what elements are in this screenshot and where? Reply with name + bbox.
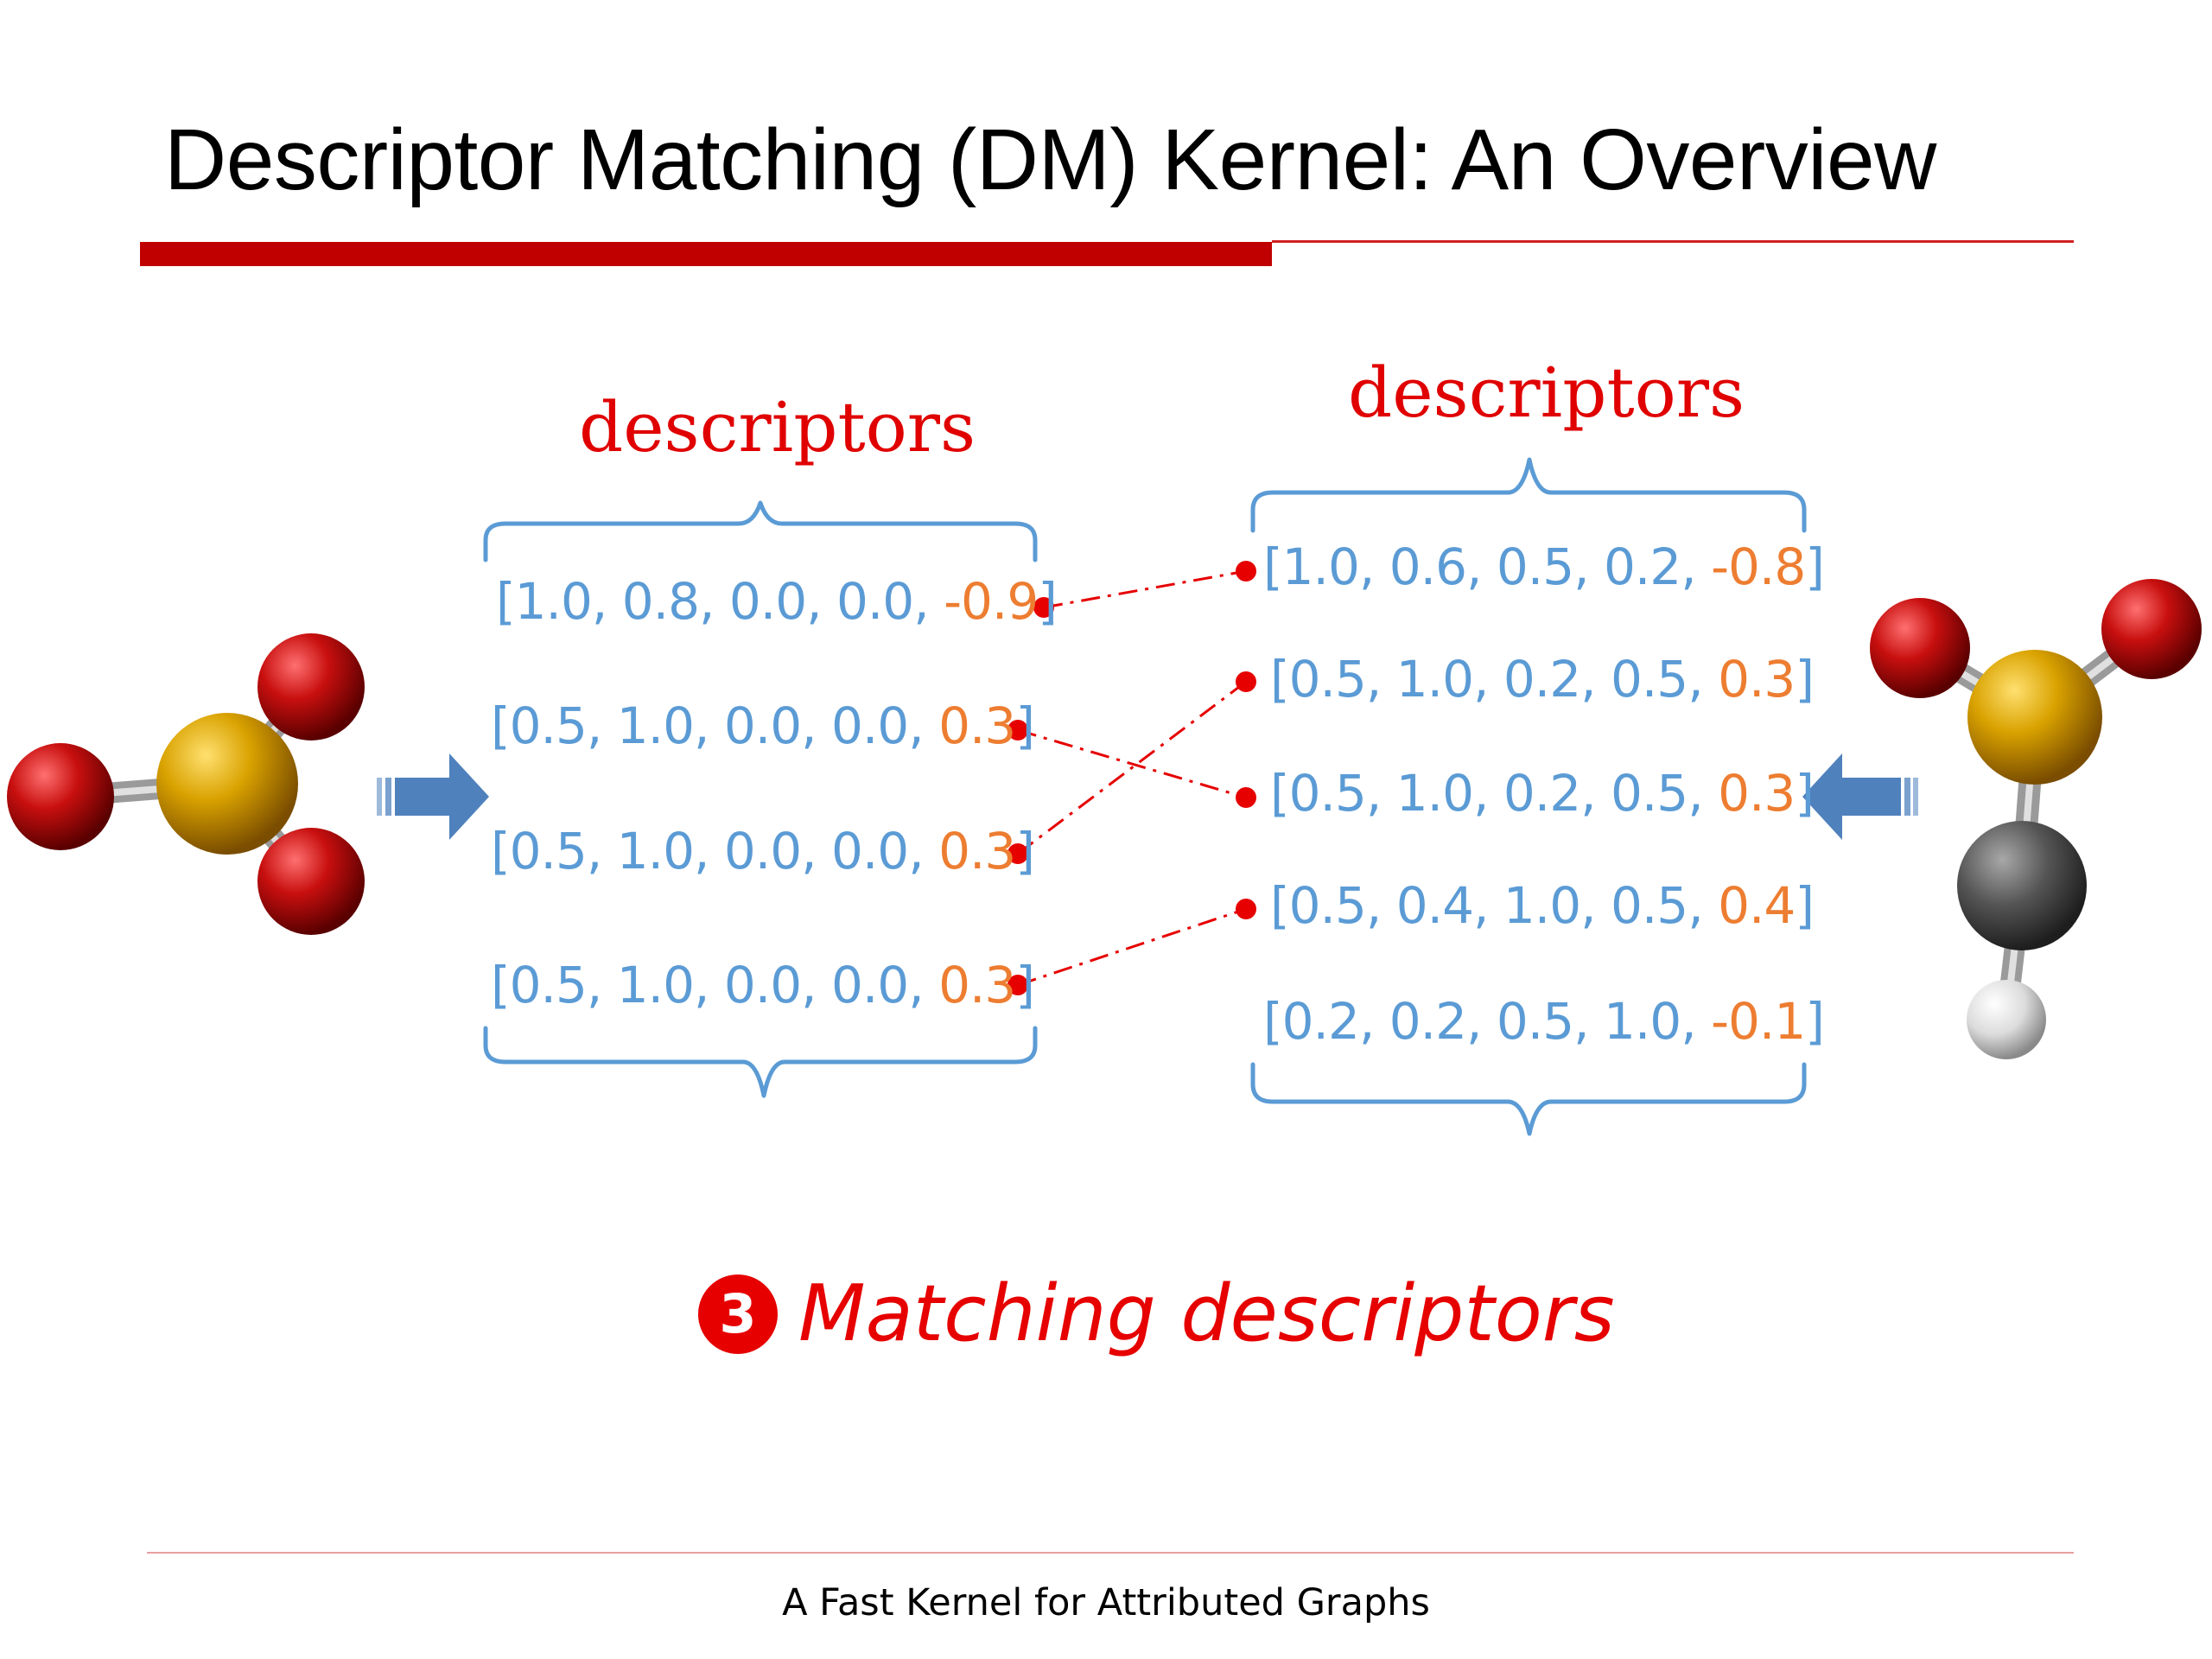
vector-last-value: -0.8 bbox=[1711, 537, 1806, 596]
vector-values: [0.5, 1.0, 0.2, 0.5, bbox=[1270, 650, 1719, 709]
footer-rule bbox=[147, 1552, 2074, 1554]
slide-footer: A Fast Kernel for Attributed Graphs bbox=[782, 1581, 1430, 1624]
left-descriptor-vector: [1.0, 0.8, 0.0, 0.0, -0.9] bbox=[496, 572, 1058, 631]
vector-close-bracket: ] bbox=[1805, 992, 1825, 1051]
vector-last-value: 0.3 bbox=[1718, 764, 1796, 823]
vector-values: [0.5, 0.4, 1.0, 0.5, bbox=[1270, 876, 1719, 935]
vector-close-bracket: ] bbox=[1795, 764, 1815, 823]
match-lines bbox=[1007, 561, 1256, 995]
match-endpoint-dot bbox=[1236, 899, 1256, 919]
left-block-arrow bbox=[377, 753, 489, 840]
vector-last-value: 0.3 bbox=[938, 696, 1016, 755]
step-caption: 3 Matching descriptors bbox=[698, 1268, 1615, 1359]
step-number-badge: 3 bbox=[698, 1274, 778, 1354]
match-line bbox=[1017, 907, 1247, 987]
right-descriptors-label: descriptors bbox=[1348, 353, 1745, 433]
right-descriptor-vector: [0.5, 0.4, 1.0, 0.5, 0.4] bbox=[1270, 876, 1815, 935]
vector-values: [0.5, 1.0, 0.0, 0.0, bbox=[491, 956, 939, 1014]
vector-last-value: 0.3 bbox=[938, 822, 1016, 880]
match-endpoint-dot bbox=[1007, 720, 1028, 741]
title-rule-thin bbox=[1272, 240, 2074, 243]
vector-close-bracket: ] bbox=[1015, 822, 1035, 880]
vector-values: [0.5, 1.0, 0.2, 0.5, bbox=[1270, 764, 1719, 823]
vector-values: [0.5, 1.0, 0.0, 0.0, bbox=[491, 696, 939, 755]
left-descriptor-vector: [0.5, 1.0, 0.0, 0.0, 0.3] bbox=[491, 822, 1035, 880]
vector-last-value: 0.3 bbox=[938, 956, 1016, 1014]
vector-values: [1.0, 0.6, 0.5, 0.2, bbox=[1263, 537, 1712, 596]
right-molecule bbox=[1870, 579, 2202, 1059]
vector-last-value: 0.3 bbox=[1718, 650, 1796, 709]
vector-last-value: -0.1 bbox=[1711, 992, 1806, 1051]
vector-last-value: -0.9 bbox=[944, 572, 1039, 631]
right-block-arrow bbox=[1802, 753, 1918, 840]
vector-values: [0.5, 1.0, 0.0, 0.0, bbox=[491, 822, 939, 880]
left-descriptors-label: descriptors bbox=[579, 387, 976, 467]
vector-values: [1.0, 0.8, 0.0, 0.0, bbox=[496, 572, 944, 631]
vector-close-bracket: ] bbox=[1015, 956, 1035, 1014]
match-endpoint-dot bbox=[1236, 787, 1256, 808]
match-endpoint-dot bbox=[1033, 597, 1054, 618]
right-descriptor-vector: [0.2, 0.2, 0.5, 1.0, -0.1] bbox=[1263, 992, 1825, 1051]
vector-values: [0.2, 0.2, 0.5, 1.0, bbox=[1263, 992, 1712, 1051]
step-label: Matching descriptors bbox=[798, 1268, 1615, 1359]
vector-close-bracket: ] bbox=[1805, 537, 1825, 596]
vector-close-bracket: ] bbox=[1795, 650, 1815, 709]
left-bottom-brace bbox=[483, 1026, 1038, 1098]
match-line bbox=[1017, 728, 1247, 799]
left-descriptor-vector: [0.5, 1.0, 0.0, 0.0, 0.3] bbox=[491, 696, 1035, 755]
match-endpoint-dot bbox=[1007, 975, 1028, 995]
right-descriptor-vector: [1.0, 0.6, 0.5, 0.2, -0.8] bbox=[1263, 537, 1825, 596]
vector-last-value: 0.4 bbox=[1718, 876, 1796, 935]
slide-title: Descriptor Matching (DM) Kernel: An Over… bbox=[164, 111, 1936, 208]
match-line bbox=[1017, 680, 1247, 855]
match-endpoint-dot bbox=[1236, 671, 1256, 692]
left-top-brace bbox=[483, 500, 1038, 563]
match-endpoint-dot bbox=[1007, 843, 1028, 864]
right-descriptor-vector: [0.5, 1.0, 0.2, 0.5, 0.3] bbox=[1270, 650, 1815, 709]
title-rule-thick bbox=[140, 242, 1272, 266]
vector-close-bracket: ] bbox=[1795, 876, 1815, 935]
left-descriptor-vector: [0.5, 1.0, 0.0, 0.0, 0.3] bbox=[491, 956, 1035, 1014]
right-top-brace bbox=[1250, 457, 1807, 533]
vector-close-bracket: ] bbox=[1015, 696, 1035, 755]
left-molecule bbox=[7, 633, 365, 935]
vector-close-bracket: ] bbox=[1038, 572, 1058, 631]
right-descriptor-vector: [0.5, 1.0, 0.2, 0.5, 0.3] bbox=[1270, 764, 1815, 823]
match-line bbox=[1043, 569, 1247, 609]
match-endpoint-dot bbox=[1236, 561, 1256, 582]
right-bottom-brace bbox=[1250, 1062, 1807, 1136]
